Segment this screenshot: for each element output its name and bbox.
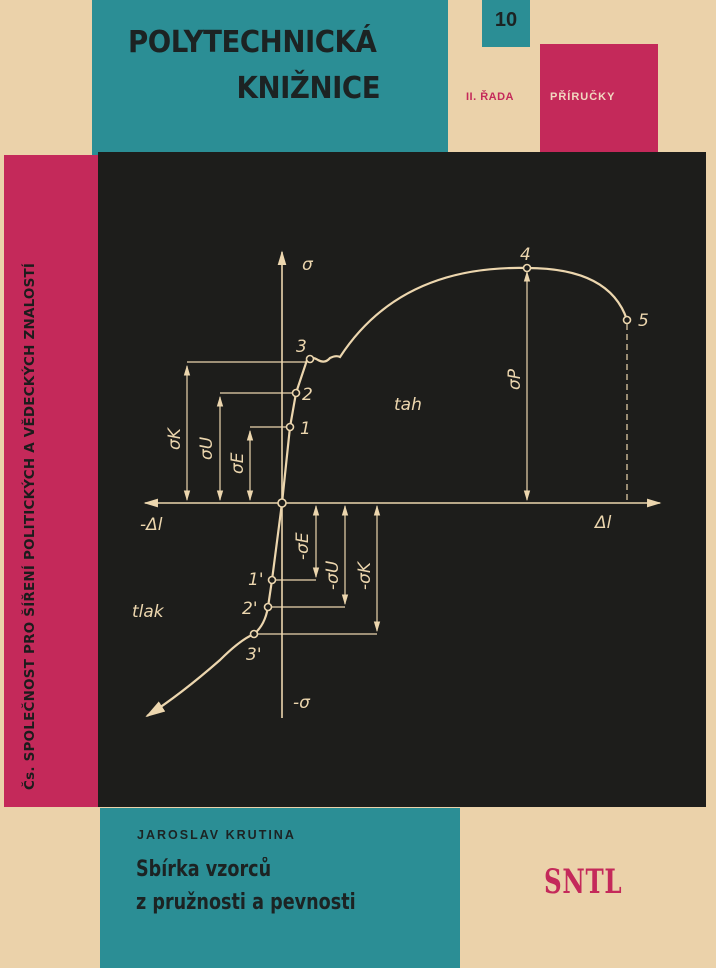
axis-label-neg-sigma: -σ — [293, 693, 311, 713]
label-point-3-prime: 3' — [246, 645, 262, 665]
volume-number: 10 — [482, 0, 530, 47]
axis-label-delta-l: Δl — [593, 513, 612, 533]
point-2-prime — [263, 602, 273, 612]
label-tlak: tlak — [132, 602, 165, 622]
point-3-prime — [249, 629, 259, 639]
label-sigma-e: σE — [228, 452, 248, 474]
label-point-2-prime: 2' — [242, 599, 258, 619]
label-sigma-u: σU — [197, 436, 217, 460]
axis-label-neg-delta-l: -Δl — [140, 515, 163, 535]
point-3 — [305, 354, 315, 364]
book-title: Sbírka vzorců z pružnosti a pevnosti — [136, 853, 356, 919]
label-tah: tah — [394, 395, 422, 415]
stress-strain-curve — [280, 266, 629, 504]
label-neg-sigma-e: -σE — [293, 532, 313, 560]
teal-footer-block — [100, 808, 460, 968]
book-title-line2: z pružnosti a pevnosti — [136, 890, 356, 915]
series-rank: II. ŘADA — [466, 91, 514, 103]
point-1 — [285, 422, 295, 432]
label-point-3: 3 — [296, 337, 307, 357]
magenta-spine-strip — [4, 155, 101, 807]
axis-label-sigma: σ — [302, 255, 314, 275]
point-1-prime — [267, 575, 277, 585]
label-sigma-k: σK — [165, 426, 185, 450]
series-type: PŘÍRUČKY — [550, 91, 616, 103]
label-neg-sigma-k: -σK — [355, 560, 375, 590]
publisher-logo: SNTL — [544, 862, 623, 902]
label-point-1: 1 — [300, 419, 311, 439]
label-point-4: 4 — [520, 245, 531, 265]
origin-point — [277, 498, 287, 508]
teal-header-block — [92, 0, 448, 156]
point-4 — [522, 263, 532, 273]
series-title-line2: KNIŽNICE — [236, 71, 381, 106]
series-title-line1: POLYTECHNICKÁ — [128, 25, 377, 60]
author-name: JAROSLAV KRUTINA — [137, 828, 296, 842]
book-title-line1: Sbírka vzorců — [136, 857, 272, 882]
magenta-block — [540, 44, 658, 154]
label-sigma-p: σP — [505, 368, 525, 390]
diagram-panel — [98, 152, 706, 807]
point-2 — [291, 388, 301, 398]
label-neg-sigma-u: -σU — [323, 560, 343, 590]
compression-curve — [145, 502, 284, 718]
label-point-2: 2 — [302, 385, 313, 405]
series-title: POLYTECHNICKÁ KNIŽNICE — [128, 20, 422, 112]
point-5 — [622, 315, 632, 325]
label-point-1-prime: 1' — [248, 570, 264, 590]
label-point-5: 5 — [638, 311, 649, 331]
